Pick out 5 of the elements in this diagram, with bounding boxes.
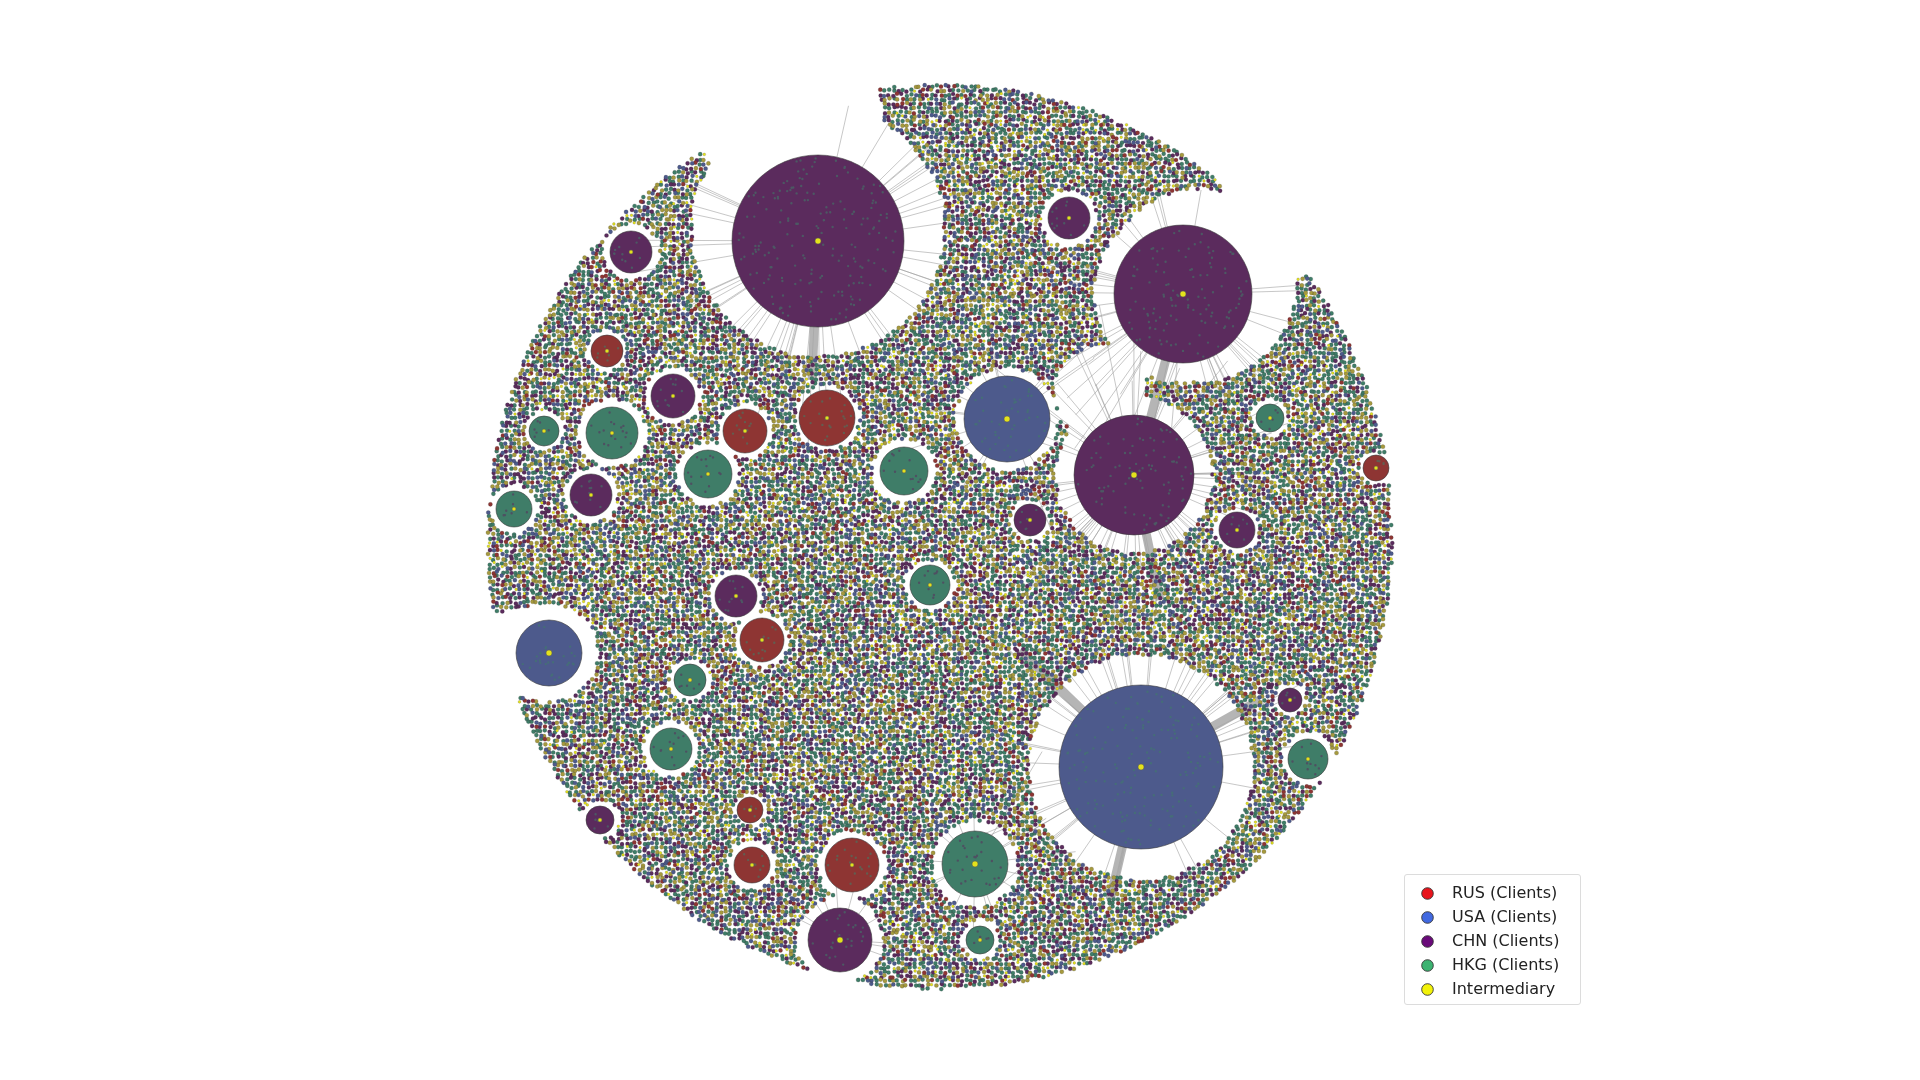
legend-label: CHN (Clients): [1452, 931, 1560, 951]
legend-label: Intermediary: [1452, 979, 1556, 999]
legend-label: RUS (Clients): [1452, 883, 1558, 903]
legend-label: HKG (Clients): [1452, 955, 1560, 975]
legend-label: USA (Clients): [1452, 907, 1558, 927]
